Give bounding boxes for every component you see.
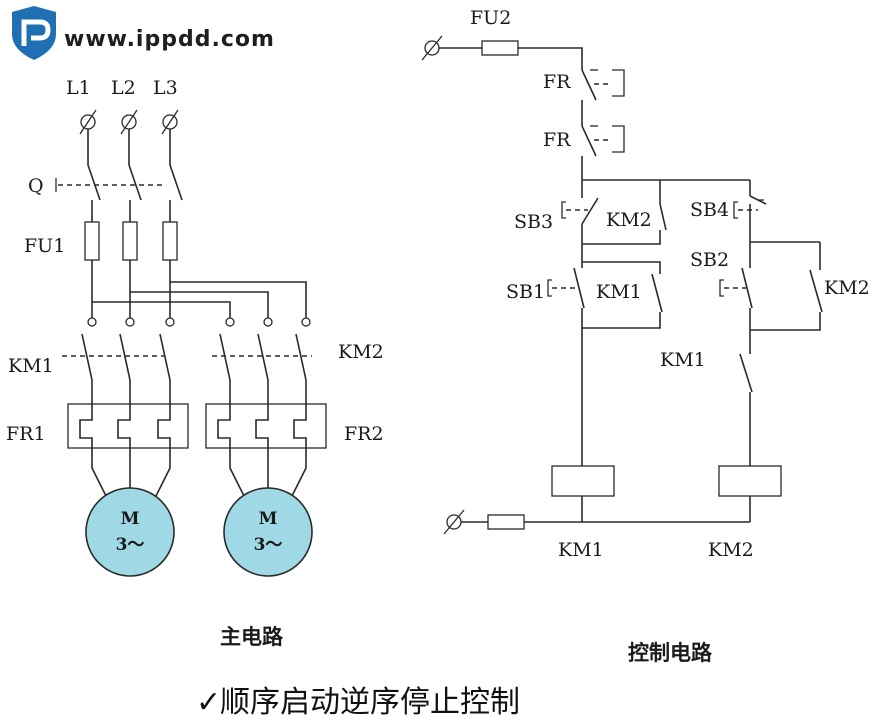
button-label-sb3: SB3: [514, 211, 553, 233]
main-circuit-caption: 主电路: [220, 625, 284, 649]
relay-label-fr1: FR1: [6, 423, 46, 445]
motor-2-symbol: M: [259, 509, 278, 529]
fuse-fu2: [481, 40, 519, 56]
contactor-km1-contacts: [62, 333, 171, 412]
fr-nc-contact-2: [581, 125, 625, 180]
fuse-label-fu2: FU2: [470, 7, 511, 29]
fuse-label-fu1: FU1: [24, 235, 65, 257]
fr-contact-label-2: FR: [543, 129, 571, 151]
fuses-fu1: [84, 221, 178, 261]
contact-km1-left: [582, 261, 663, 329]
thermal-relay-fr2: [205, 403, 327, 449]
main-circuit: L1 L2 L3 Q FU1: [6, 77, 384, 649]
button-sb2: [719, 242, 753, 330]
button-sb1: [547, 244, 585, 328]
motor-1-symbol: M: [121, 509, 140, 529]
fr-contact-label-1: FR: [543, 71, 571, 93]
coil-km2: [718, 465, 782, 497]
button-sb4: [733, 195, 767, 242]
motor-2-phase: 3～: [254, 535, 283, 555]
coil-label-km2: KM2: [708, 539, 754, 561]
contact-km2-left: [582, 196, 667, 245]
footer-title: ✓ 顺序启动逆序停止控制: [196, 685, 520, 720]
logo-text: www.ippdd.com: [64, 27, 275, 52]
fuse-bottom: [487, 514, 525, 530]
contactor-label-km2: KM2: [338, 341, 384, 363]
button-label-sb1: SB1: [506, 281, 545, 303]
figure-title: 顺序启动逆序停止控制: [220, 685, 520, 720]
control-circuit: FU2 FR FR SB3: [421, 7, 870, 665]
relay-label-fr2: FR2: [344, 423, 384, 445]
coil-km1: [551, 465, 615, 497]
phase-label-l3: L3: [153, 77, 178, 99]
contact-label-km1-left: KM1: [596, 281, 642, 303]
contact-label-km2-left: KM2: [606, 209, 652, 231]
contactor-km2-contacts: [212, 333, 312, 412]
motor-2: M 3～: [223, 487, 313, 577]
contact-km2-right: [750, 242, 823, 331]
button-label-sb4: SB4: [690, 199, 729, 221]
button-sb3: [561, 180, 599, 244]
contact-label-km1-right: KM1: [660, 349, 706, 371]
motor-1-phase: 3～: [116, 535, 145, 555]
contactor-label-km1: KM1: [8, 355, 54, 377]
button-label-sb2: SB2: [690, 249, 729, 271]
contact-label-km2-right: KM2: [824, 277, 870, 299]
thermal-relay-fr1: [67, 403, 189, 449]
phase-label-l1: L1: [66, 77, 91, 99]
fr-nc-contact-1: [581, 69, 625, 126]
contact-km1-right: [739, 330, 753, 466]
motor-1: M 3～: [85, 487, 175, 577]
control-circuit-caption: 控制电路: [628, 641, 713, 665]
site-logo: www.ippdd.com: [12, 6, 275, 60]
check-mark-icon: ✓: [196, 685, 221, 720]
coil-label-km1: KM1: [558, 539, 604, 561]
main-switch-q: [55, 164, 183, 201]
switch-label: Q: [28, 175, 44, 197]
contactor-terminals: [87, 317, 311, 327]
phase-label-l2: L2: [111, 77, 136, 99]
